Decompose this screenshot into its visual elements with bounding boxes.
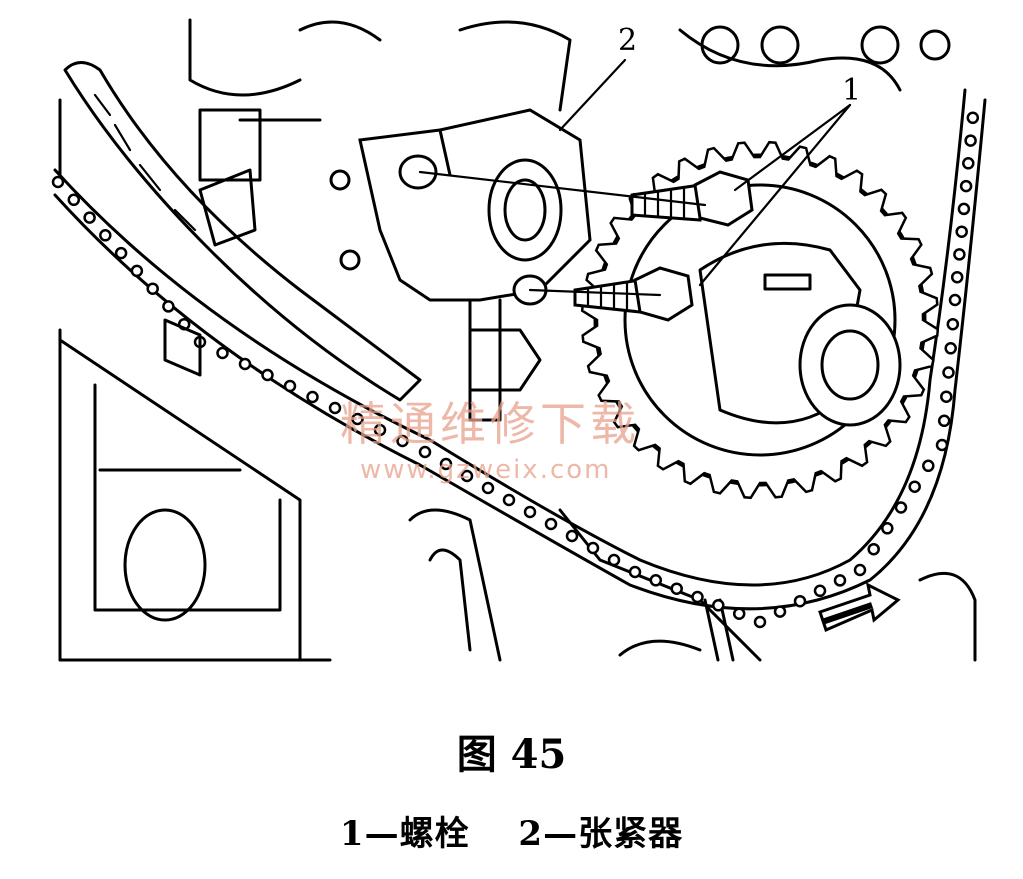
timing-chain	[51, 88, 987, 629]
chain-link	[628, 565, 642, 579]
chain-guide-rail	[63, 61, 422, 402]
chain-link	[944, 342, 957, 355]
chain-link	[732, 607, 746, 620]
chain-link	[948, 293, 962, 307]
callout-1: 1	[842, 73, 861, 108]
callout-leaders	[418, 58, 852, 297]
chain-link	[773, 605, 787, 618]
chain-link	[544, 517, 558, 531]
chain-link	[950, 270, 964, 284]
chain-link	[908, 480, 921, 493]
chain-link	[586, 541, 600, 555]
chain-link	[894, 501, 908, 514]
chain-link	[565, 529, 579, 543]
chain-link	[753, 615, 767, 629]
chain-link	[373, 423, 387, 437]
chain-link	[439, 457, 453, 471]
chain-link	[460, 469, 474, 483]
chain-link	[935, 438, 949, 452]
chain-link	[162, 300, 175, 313]
watermark-url: www.gzweix.com	[360, 455, 612, 485]
chain-link	[962, 157, 975, 170]
chain-link	[957, 202, 971, 216]
camshaft-sprocket	[580, 140, 940, 500]
chain-link	[793, 594, 807, 608]
chain-link	[670, 582, 683, 595]
timing-chain-diagram: 1 2 精通维修下载 www.gzweix.com	[51, 18, 987, 662]
chain-link	[146, 282, 159, 295]
chain-link	[99, 229, 112, 242]
chain-link	[502, 493, 516, 507]
chain-link	[955, 225, 968, 238]
chain-link	[216, 346, 229, 360]
chain-link	[67, 193, 81, 207]
chain-link	[114, 246, 128, 260]
arrow-right-icon	[818, 582, 901, 633]
chain-link	[937, 414, 951, 428]
chain-link	[261, 368, 274, 382]
bolt-lower	[573, 266, 694, 322]
legend-item-tensioner: 2—张紧器	[518, 814, 684, 854]
chain-link	[691, 590, 704, 604]
chain-link	[853, 563, 867, 577]
chain-link	[130, 264, 144, 278]
chain-link	[306, 390, 319, 404]
chain-link	[867, 542, 880, 556]
chain-link	[922, 459, 935, 473]
chain-link	[942, 366, 955, 379]
chain-link	[328, 401, 342, 415]
chain-link	[966, 111, 980, 125]
chain-link	[813, 584, 827, 598]
chain-link	[649, 574, 663, 587]
chain-link	[396, 434, 409, 448]
chain-link	[881, 522, 894, 535]
chain-link	[283, 379, 297, 393]
callout-2: 2	[618, 23, 637, 58]
chain-link	[964, 134, 977, 147]
legend-item-bolt: 1—螺栓	[339, 814, 470, 854]
chain-link	[481, 481, 495, 495]
engine-block-outline	[58, 18, 977, 662]
chain-link	[238, 357, 252, 371]
watermark-text: 精通维修下载	[340, 397, 640, 451]
chain-link	[946, 317, 960, 331]
chain-link	[607, 553, 621, 567]
chain-link	[523, 505, 537, 519]
figure-title: 图 45	[456, 731, 567, 778]
figure-legend: 1—螺栓 2—张紧器	[0, 806, 1023, 855]
chain-link	[833, 574, 847, 587]
chain-link	[51, 175, 65, 189]
bolt-upper	[630, 170, 754, 227]
chain-link	[953, 248, 966, 261]
chain-link	[351, 412, 364, 426]
chain-link	[418, 445, 432, 459]
tensioner	[358, 108, 592, 422]
chain-link	[712, 599, 725, 612]
chain-link	[940, 390, 953, 403]
chain-link	[83, 211, 96, 224]
chain-link	[959, 179, 973, 193]
